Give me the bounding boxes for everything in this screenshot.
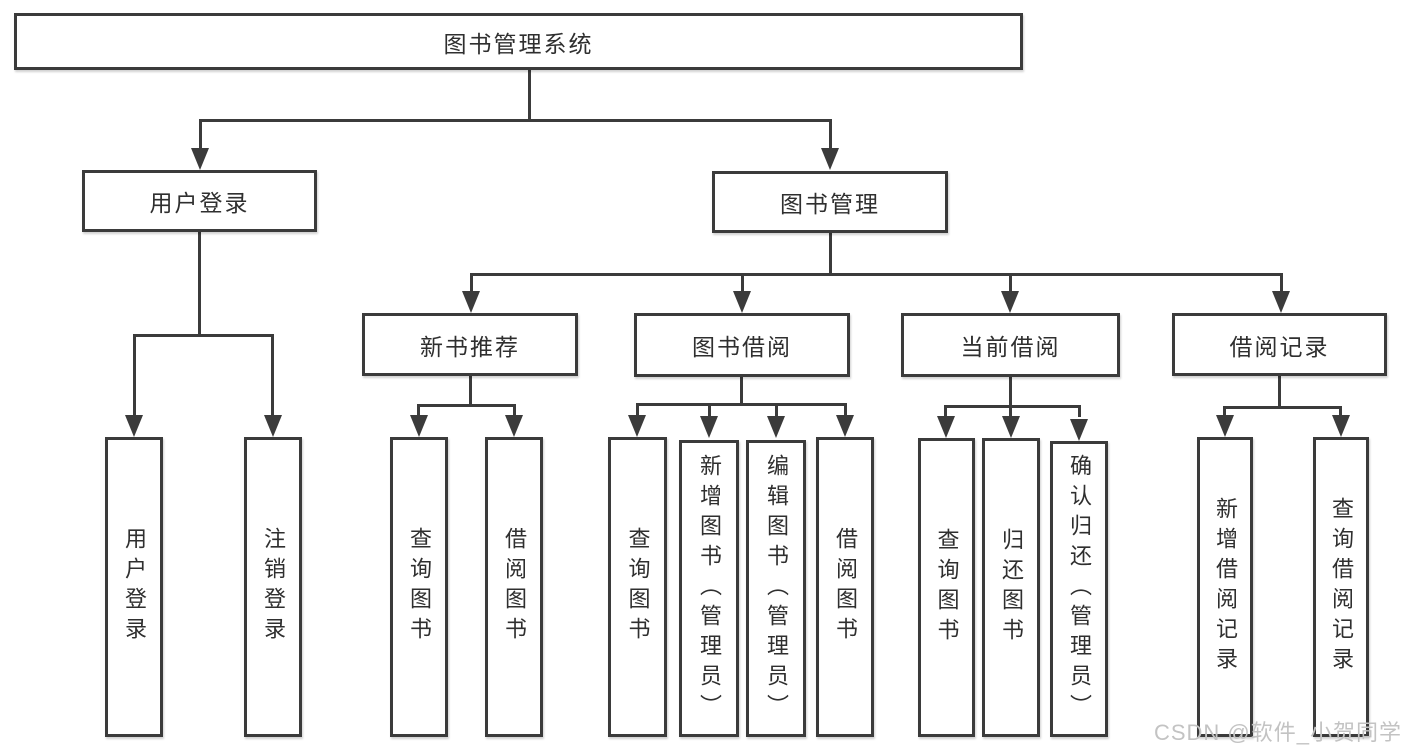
connector-line <box>198 232 201 337</box>
connector-line <box>133 334 274 337</box>
connector-line <box>944 405 1081 408</box>
connector-line <box>741 273 744 293</box>
arrowhead-down-icon <box>1070 419 1088 441</box>
connector-line <box>1280 273 1283 293</box>
leaf-user-login-label: 用户登录 <box>122 527 147 647</box>
arrowhead-down-icon <box>410 415 428 437</box>
arrowhead-down-icon <box>733 291 751 313</box>
connector-line <box>199 119 832 122</box>
arrowhead-down-icon <box>1002 416 1020 438</box>
node-book-management-group-label: 图书管理 <box>780 191 880 217</box>
leaf-borrowing-query-books: 查询图书 <box>608 437 667 737</box>
node-root: 图书管理系统 <box>14 13 1023 70</box>
leaf-recommend-borrow-books: 借阅图书 <box>485 437 543 737</box>
arrowhead-down-icon <box>767 416 785 438</box>
connector-line <box>417 404 516 407</box>
connector-line <box>469 376 472 407</box>
arrowhead-down-icon <box>1332 415 1350 437</box>
arrowhead-down-icon <box>628 415 646 437</box>
leaf-logout-label: 注销登录 <box>261 527 286 647</box>
leaf-borrowing-edit-books-admin: 编辑图书（管理员） <box>746 440 806 737</box>
leaf-records-add-record: 新增借阅记录 <box>1197 437 1253 737</box>
leaf-current-confirm-return-admin-label: 确认归还（管理员） <box>1067 454 1092 724</box>
arrowhead-down-icon <box>505 415 523 437</box>
node-book-borrowing-label: 图书借阅 <box>692 334 792 360</box>
leaf-borrowing-add-books-admin: 新增图书（管理员） <box>679 440 739 737</box>
connector-line <box>636 403 639 417</box>
node-new-book-recommend: 新书推荐 <box>362 313 578 376</box>
arrowhead-down-icon <box>1001 291 1019 313</box>
arrowhead-down-icon <box>937 416 955 438</box>
leaf-logout: 注销登录 <box>244 437 302 737</box>
arrowhead-down-icon <box>700 416 718 438</box>
connector-line <box>199 119 202 149</box>
leaf-user-login: 用户登录 <box>105 437 163 737</box>
connector-line <box>740 377 743 405</box>
connector-line <box>1009 377 1012 407</box>
leaf-borrowing-edit-books-admin-label: 编辑图书（管理员） <box>764 453 789 724</box>
connector-line <box>1223 406 1226 417</box>
connector-line <box>636 403 845 406</box>
arrowhead-down-icon <box>264 415 282 437</box>
connector-line <box>844 403 847 417</box>
leaf-current-query-books-label: 查询图书 <box>934 527 960 648</box>
arrowhead-down-icon <box>836 415 854 437</box>
node-new-book-recommend-label: 新书推荐 <box>420 333 520 360</box>
arrowhead-down-icon <box>1272 291 1290 313</box>
connector-line <box>1078 405 1081 417</box>
leaf-current-query-books: 查询图书 <box>918 438 975 737</box>
connector-line <box>528 70 531 121</box>
connector-line <box>1339 406 1342 417</box>
connector-line <box>271 334 274 417</box>
node-current-borrowing-label: 当前借阅 <box>960 334 1061 360</box>
connector-line <box>708 403 711 417</box>
node-current-borrowing: 当前借阅 <box>901 313 1120 377</box>
arrowhead-down-icon <box>191 148 209 170</box>
arrowhead-down-icon <box>125 415 143 437</box>
connector-line <box>1009 273 1012 293</box>
leaf-records-query-record-label: 查询借阅记录 <box>1329 497 1354 677</box>
leaf-borrowing-query-books-label: 查询图书 <box>625 527 651 647</box>
connector-line <box>1223 406 1342 409</box>
leaf-borrowing-borrow-books: 借阅图书 <box>816 437 874 737</box>
connector-line <box>829 233 832 276</box>
node-book-management-group: 图书管理 <box>712 171 948 233</box>
connector-line <box>470 273 1283 276</box>
connector-line <box>513 404 516 418</box>
arrowhead-down-icon <box>821 148 839 170</box>
node-borrowing-records-label: 借阅记录 <box>1229 333 1330 360</box>
connector-line <box>1009 405 1012 417</box>
leaf-current-return-books: 归还图书 <box>982 438 1040 737</box>
node-book-borrowing: 图书借阅 <box>634 313 850 377</box>
leaf-recommend-query-books: 查询图书 <box>390 437 448 737</box>
leaf-borrowing-borrow-books-label: 借阅图书 <box>833 527 858 647</box>
leaf-recommend-query-books-label: 查询图书 <box>407 527 432 647</box>
node-user-login-group-label: 用户登录 <box>149 190 250 216</box>
node-root-label: 图书管理系统 <box>443 30 594 57</box>
arrowhead-down-icon <box>1216 415 1234 437</box>
leaf-current-confirm-return-admin: 确认归还（管理员） <box>1050 441 1108 737</box>
connector-line <box>133 334 136 417</box>
connector-line <box>775 403 778 417</box>
leaf-current-return-books-label: 归还图书 <box>999 527 1024 648</box>
leaf-records-query-record: 查询借阅记录 <box>1313 437 1369 737</box>
csdn-watermark: CSDN @软件_小贺同学 <box>1153 720 1402 745</box>
connector-line <box>470 273 473 293</box>
connector-line <box>944 405 947 417</box>
leaf-borrowing-add-books-admin-label: 新增图书（管理员） <box>697 453 722 724</box>
leaf-records-add-record-label: 新增借阅记录 <box>1213 497 1238 677</box>
connector-line <box>417 404 420 418</box>
connector-line <box>1278 376 1281 409</box>
arrowhead-down-icon <box>462 291 480 313</box>
leaf-recommend-borrow-books-label: 借阅图书 <box>502 527 527 647</box>
connector-line <box>829 119 832 149</box>
node-borrowing-records: 借阅记录 <box>1172 313 1387 376</box>
node-user-login-group: 用户登录 <box>82 170 317 232</box>
